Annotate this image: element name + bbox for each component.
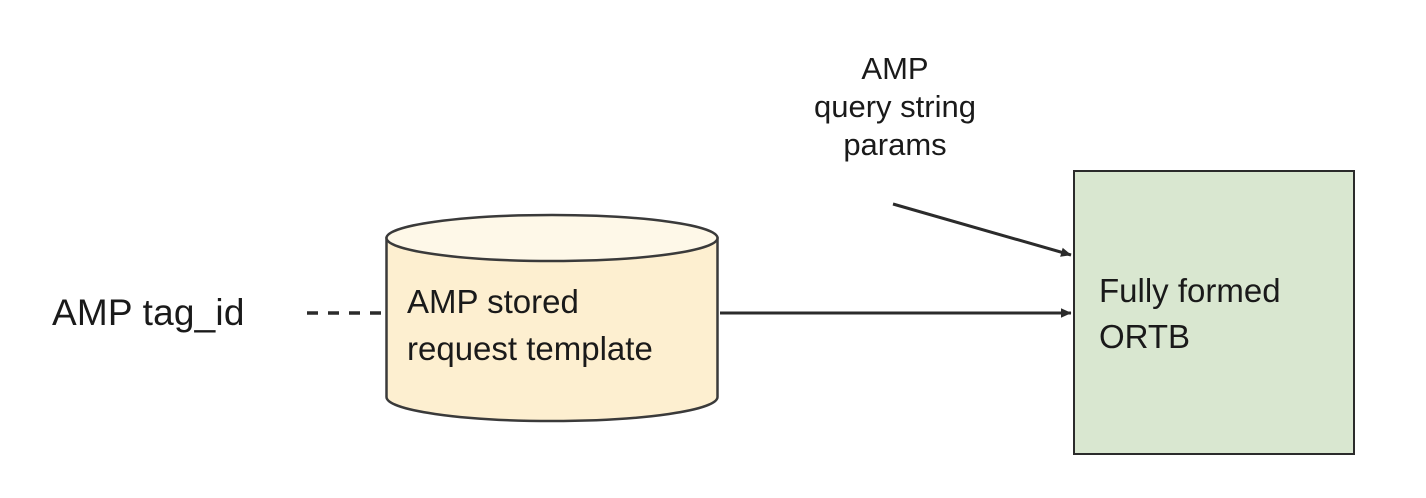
edge-query-params-to-ortb [892,202,1072,257]
label-line-2: query string [814,89,976,124]
node-amp-stored-request-template[interactable]: AMP stored request template [385,213,719,423]
node-label-line-2: request template [407,330,653,367]
cylinder-shape [385,213,719,423]
node-label-amp-stored-request-template: AMP stored request template [407,278,707,372]
label-line-3: params [843,127,947,162]
node-label-line-2: ORTB [1099,318,1191,355]
cylinder-top-ellipse [385,213,719,263]
label-amp-query-string-params: AMP query string params [795,50,995,164]
label-amp-tag-id: AMP tag_id [52,292,245,333]
node-fully-formed-ortb[interactable]: Fully formed ORTB [1073,170,1355,455]
node-label-fully-formed-ortb: Fully formed ORTB [1099,268,1349,360]
label-line-1: AMP [861,51,929,86]
cylinder-body [385,236,719,423]
node-label-line-1: Fully formed [1099,272,1281,309]
node-label-line-1: AMP stored [407,283,579,320]
